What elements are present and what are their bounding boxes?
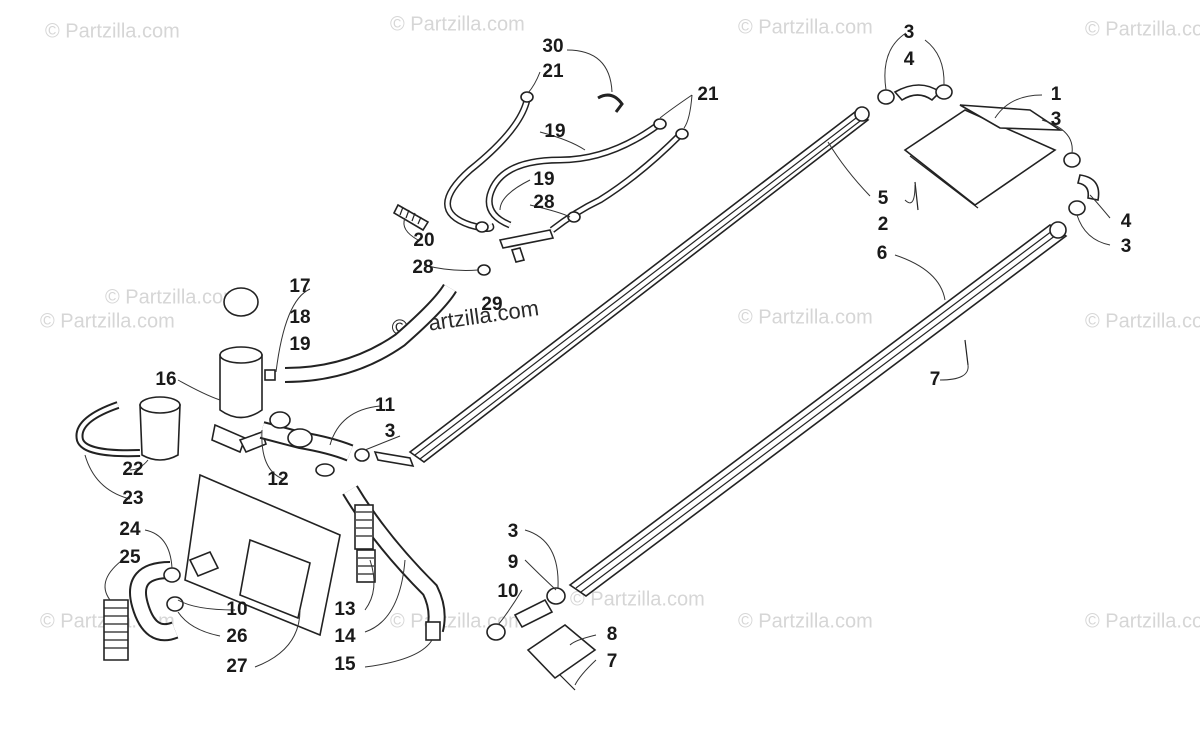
- callout-16: 16: [155, 369, 176, 390]
- callout-3: 3: [385, 421, 396, 442]
- spring-hose-upper: [392, 203, 430, 232]
- callout-6: 6: [877, 243, 888, 264]
- watermark: © Partzilla.com: [738, 16, 873, 38]
- watermark: © Partzilla.com: [45, 20, 180, 42]
- callout-29: 29: [481, 294, 502, 315]
- callout-3: 3: [1051, 109, 1062, 130]
- callout-3: 3: [508, 521, 519, 542]
- coolant-bottle: [211, 287, 276, 454]
- callout-9: 9: [508, 552, 519, 573]
- callout-7: 7: [607, 651, 618, 672]
- leader-lines: [84, 32, 1111, 686]
- callout-19: 19: [289, 334, 310, 355]
- rear-heat-exchanger: [903, 104, 1063, 209]
- callout-18: 18: [289, 307, 310, 328]
- callout-layer: 1 2 3 3 3 3 3 3 4 4 5 6 7 7 8 9 10 10 11…: [119, 22, 1131, 677]
- callout-21: 21: [697, 84, 719, 105]
- parts-drawing: [75, 84, 1100, 691]
- callout-28: 28: [533, 192, 554, 213]
- callout-22: 22: [122, 459, 143, 480]
- watermark: © Partzilla.com: [738, 306, 873, 328]
- callout-19: 19: [544, 121, 565, 142]
- callout-26: 26: [226, 626, 247, 647]
- callout-20: 20: [413, 230, 434, 251]
- callout-24: 24: [119, 519, 141, 540]
- watermark: © Partzilla.com: [40, 310, 175, 332]
- callout-23: 23: [122, 488, 143, 509]
- front-heat-exchanger: [184, 473, 341, 637]
- callout-30: 30: [542, 36, 563, 57]
- lower-connectors: [486, 587, 597, 680]
- callout-3: 3: [904, 22, 915, 43]
- callout-2: 2: [878, 214, 889, 235]
- callout-19: 19: [533, 169, 554, 190]
- bypass-hoses: [444, 91, 689, 276]
- callout-13: 13: [334, 599, 355, 620]
- watermark: © Partzilla.com: [390, 13, 525, 35]
- main-hose: [284, 283, 457, 383]
- callout-14: 14: [334, 626, 356, 647]
- callout-21: 21: [542, 61, 564, 82]
- watermark: © Partzilla.com: [738, 610, 873, 632]
- watermark: © Partzilla.com: [1085, 310, 1200, 332]
- callout-8: 8: [607, 624, 618, 645]
- upper-heat-exchanger: [408, 106, 870, 463]
- callout-10: 10: [226, 599, 247, 620]
- callout-4: 4: [904, 49, 915, 70]
- callout-3: 3: [1121, 236, 1132, 257]
- callout-11: 11: [375, 395, 396, 416]
- callout-27: 27: [226, 656, 247, 677]
- watermark: © Partzilla.com: [1085, 18, 1200, 40]
- callout-4: 4: [1121, 211, 1132, 232]
- lower-heat-exchanger: [568, 221, 1068, 597]
- lower-left-hoses: [103, 550, 220, 661]
- callout-15: 15: [334, 654, 356, 675]
- callout-17: 17: [289, 276, 310, 297]
- callout-1: 1: [1051, 84, 1062, 105]
- watermark: © Partzilla.com: [570, 588, 705, 610]
- callout-12: 12: [267, 469, 288, 490]
- bleed-valves: [559, 181, 969, 691]
- callout-5: 5: [878, 188, 889, 209]
- callout-10: 10: [497, 581, 518, 602]
- overflow-bottle: [75, 396, 181, 461]
- front-hoses: [259, 411, 446, 641]
- callout-28: 28: [412, 257, 433, 278]
- watermark: © Partzilla.com: [105, 286, 240, 308]
- callout-7: 7: [930, 369, 941, 390]
- watermark: © Partzilla.com: [1085, 610, 1200, 632]
- rear-elbows: [877, 84, 1100, 216]
- callout-25: 25: [119, 547, 141, 568]
